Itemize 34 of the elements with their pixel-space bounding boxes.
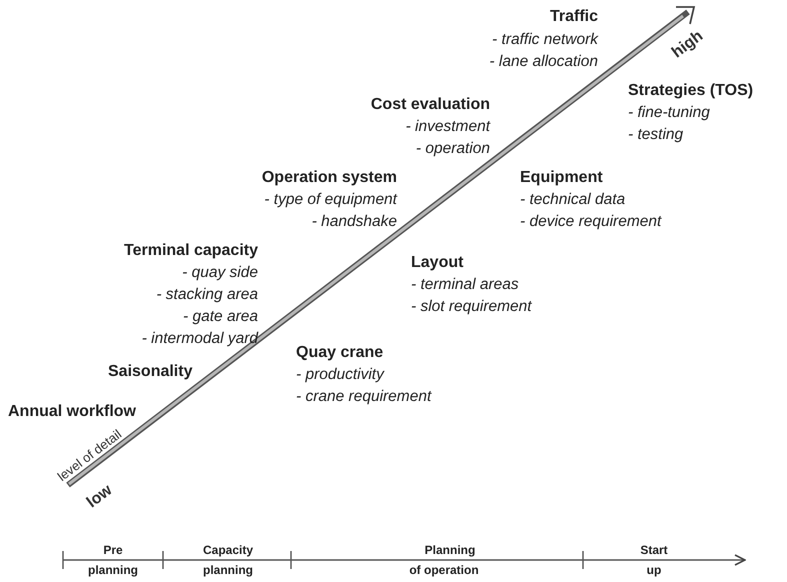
list-item-text: - device requirement (520, 213, 662, 231)
list-item-text: - slot requirement (411, 298, 532, 316)
phase-label: Pre planning (87, 542, 139, 579)
list-item-text: - productivity (296, 366, 384, 384)
phase-label: Capacity planning (202, 542, 254, 579)
heading-text: Quay crane (296, 344, 384, 362)
list-item-text: - traffic network (492, 31, 598, 49)
list-item-text: - fine-tuning (628, 104, 710, 122)
axis-label: low (84, 482, 116, 512)
list-item-text: - technical data (520, 191, 626, 209)
heading-text: Operation system (262, 169, 397, 188)
heading-text: Layout (411, 254, 464, 272)
heading-text: Cost evaluation (370, 96, 490, 114)
heading-text: Traffic (550, 8, 598, 26)
list-item-text: - investment (406, 118, 490, 136)
list-item-text: - lane allocation (489, 53, 598, 71)
list-item-text: - type of equipment (264, 191, 397, 209)
phase-label: Planning of operation (408, 542, 480, 579)
heading-text: Terminal capacity (124, 242, 258, 260)
list-item-text: - crane requirement (296, 388, 432, 406)
list-item-text: - testing (628, 126, 684, 144)
list-item-text: - operation (416, 140, 490, 158)
heading-text: Equipment (520, 169, 603, 188)
heading-text: Strategies (TOS) (628, 82, 754, 100)
phase-label: Start up (639, 542, 669, 579)
list-item-text: - intermodal yard (142, 330, 258, 348)
list-item-text: - handshake (312, 213, 397, 231)
axis-label: high (668, 28, 708, 62)
list-item-text: - gate area (183, 308, 258, 326)
heading-text: Annual workflow (8, 403, 136, 422)
heading-text: Saisonality (108, 363, 192, 382)
list-item-text: - terminal areas (411, 276, 519, 294)
list-item-text: - stacking area (156, 286, 258, 304)
list-item-text: - quay side (182, 264, 258, 282)
